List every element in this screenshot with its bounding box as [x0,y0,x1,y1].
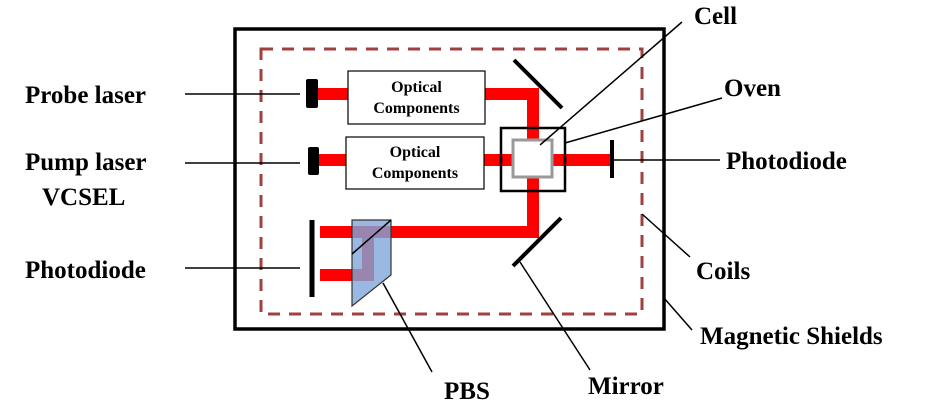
pbs-split-line [351,219,392,255]
magnetic-shield-box [233,27,666,331]
label-pbs: PBS [444,378,490,405]
label-pump-laser: Pump laser [25,149,147,176]
vapor-cell [511,138,554,179]
mirror-top [512,58,564,110]
mirror-bottom [511,216,563,268]
label-probe-laser: Probe laser [25,82,146,109]
pump-laser-emitter [308,147,319,175]
label-mirror: Mirror [588,373,664,400]
leader-cell [539,21,683,146]
box-1-line-2: Components [373,100,459,117]
box-2-line-1: Optical [390,144,441,161]
leader-pbs [382,282,433,373]
probe-laser-emitter [306,79,318,108]
oven [499,126,567,193]
optical-components-box-2: Optical Components [345,136,485,190]
leader-shields [663,297,693,331]
coils-box [259,47,644,316]
leader-mirror [519,261,591,371]
label-photodiode-right: Photodiode [726,148,847,175]
label-coils: Coils [696,258,750,285]
label-magnetic-shields: Magnetic Shields [700,323,883,350]
label-cell: Cell [694,3,737,30]
label-oven: Oven [724,75,781,102]
label-vcsel: VCSEL [42,184,125,211]
leader-oven [564,97,723,144]
pbs-prism [351,219,392,308]
optical-components-box-1: Optical Components [347,70,486,125]
box-2-line-2: Components [372,165,458,182]
label-photodiode-left: Photodiode [25,257,146,284]
box-1-line-1: Optical [391,79,442,96]
leader-coils [641,213,691,258]
